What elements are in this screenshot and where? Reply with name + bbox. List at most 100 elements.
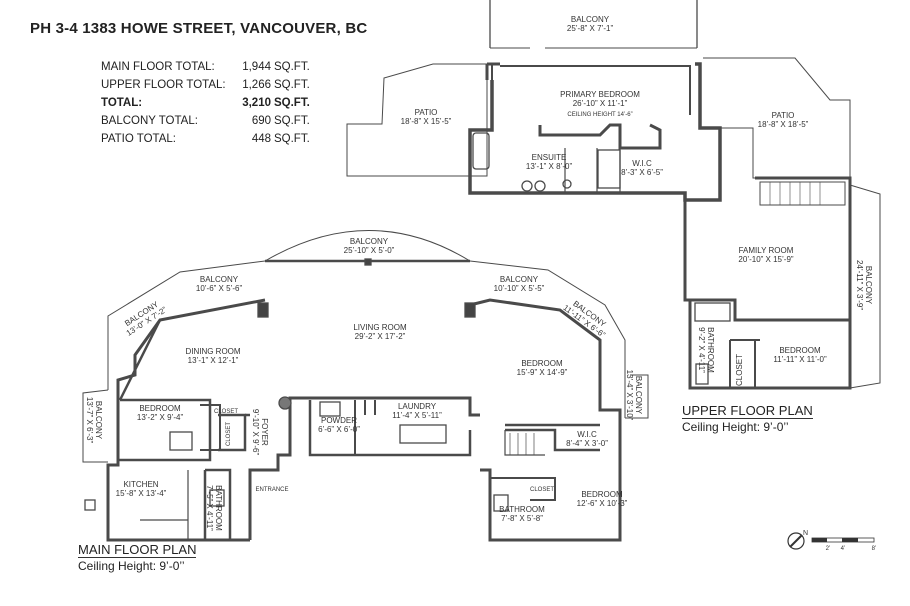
- room-dims: 7’-5” X 4’-11”: [205, 485, 214, 531]
- room-dims: 13’-7” X 6’-3”: [85, 397, 94, 444]
- room-name: KITCHEN: [123, 480, 158, 489]
- room-dims: 10’-10” X 5’-5”: [494, 284, 545, 293]
- room-name: BALCONY: [94, 401, 103, 440]
- room-name: W.I.C: [577, 430, 597, 439]
- north-compass: N: [787, 530, 808, 550]
- plan-title: PH 3-4 1383 HOWE STREET, VANCOUVER, BC: [30, 20, 368, 37]
- upper-floor-ceiling: Ceiling Height: 9’-0’’: [682, 420, 789, 434]
- room-name: BALCONY: [200, 275, 239, 284]
- room-label-bathroom-upper: BATHROOM9’-2” X 4’-11”: [697, 327, 715, 373]
- room-dims: 26’-10” X 11’-1”: [573, 99, 628, 108]
- summary-label: TOTAL:: [101, 97, 143, 109]
- scale-mark-2: 2’: [826, 546, 831, 552]
- summary-value: 690: [251, 115, 271, 127]
- closet-small-label: CLOSET: [226, 422, 232, 446]
- summary-unit: SQ.FT.: [274, 115, 310, 127]
- room-dims: 20’-10” X 15’-9”: [738, 255, 793, 264]
- room-dims: 6’-6” X 6’-0”: [318, 425, 360, 434]
- summary-unit: SQ.FT.: [274, 97, 310, 109]
- room-label-bathroom-main-left: BATHROOM7’-5” X 4’-11”: [205, 485, 223, 531]
- upper-closet-label: CLOSET: [735, 354, 744, 386]
- summary-label: BALCONY TOTAL:: [101, 115, 198, 127]
- upper-floor-label: UPPER FLOOR PLAN Ceiling Height: 9’-0’’: [682, 403, 813, 434]
- summary-label: PATIO TOTAL:: [101, 133, 176, 145]
- room-dims: 13’-2” X 9’-4”: [137, 413, 184, 422]
- scale-bar: 2’ 4’ 8’: [811, 537, 877, 552]
- room-name: PATIO: [415, 108, 438, 117]
- room-dims: 9’-2” X 4’-11”: [697, 327, 706, 373]
- upper-floor-walls: [346, 0, 881, 390]
- room-dims: 13’-1” X 12’-1”: [188, 356, 239, 365]
- summary-label: MAIN FLOOR TOTAL:: [101, 61, 215, 73]
- room-dims: 25’-8” X 7’-1”: [567, 24, 614, 33]
- room-name: ENSUITE: [532, 153, 567, 162]
- room-name: DINING ROOM: [185, 347, 240, 356]
- room-name: BEDROOM: [581, 490, 623, 499]
- room-name: LIVING ROOM: [353, 323, 407, 332]
- room-name: BEDROOM: [779, 346, 821, 355]
- room-name: W.I.C: [632, 159, 652, 168]
- room-label-foyer: FOYER9’-10” X 9’-6”: [251, 409, 269, 456]
- north-label: N: [803, 530, 808, 537]
- room-label-balcony-left-side: BALCONY13’-7” X 6’-3”: [85, 397, 103, 444]
- closet-label: CLOSET: [214, 409, 238, 415]
- summary-value: 3,210: [242, 97, 271, 109]
- room-name: BEDROOM: [139, 404, 181, 413]
- room-name: BATHROOM: [214, 485, 223, 531]
- room-name: POWDER: [321, 416, 357, 425]
- room-label-balcony-right-side: BALCONY13’-4” X 3’-10”: [625, 370, 643, 421]
- room-dims: 7’-8” X 5’-8”: [501, 514, 543, 523]
- closet-right-label: CLOSET: [530, 487, 554, 493]
- room-name: BEDROOM: [521, 359, 563, 368]
- room-dims: 8’-3” X 6’-5”: [621, 168, 663, 177]
- room-name: BALCONY: [350, 237, 389, 246]
- summary-value: 1,266: [242, 79, 271, 91]
- room-dims: 13’-1” X 8’-0”: [526, 162, 573, 171]
- room-name: PATIO: [772, 111, 795, 120]
- main-floor-ceiling: Ceiling Height: 9’-0’’: [78, 559, 185, 573]
- room-name: BALCONY: [864, 266, 873, 305]
- room-note: CEILING HEIGHT 14’-6”: [567, 112, 632, 118]
- room-dims: 12’-6” X 10’-3”: [577, 499, 628, 508]
- room-label-balcony-left-diag: BALCONY13’-0” X 7’-2”: [120, 297, 169, 337]
- room-name: FOYER: [260, 418, 269, 446]
- main-floor-walls: [82, 230, 649, 542]
- room-dims: 11’-4” X 5’-11”: [392, 411, 442, 420]
- room-name: BATHROOM: [706, 327, 715, 373]
- room-dims: 15’-8” X 13’-4”: [116, 489, 167, 498]
- room-dims: 25’-10” X 5’-0”: [344, 246, 395, 255]
- room-name: BALCONY: [634, 376, 643, 415]
- room-dims: 11’-11” X 11’-0”: [773, 355, 827, 364]
- room-name: FAMILY ROOM: [739, 246, 794, 255]
- scale-mark-8: 8’: [872, 546, 877, 552]
- summary-label: UPPER FLOOR TOTAL:: [101, 79, 226, 91]
- main-floor-title: MAIN FLOOR PLAN: [78, 542, 197, 558]
- room-name: BATHROOM: [499, 505, 545, 514]
- room-dims: 24’-11” X 3’-9”: [855, 260, 864, 310]
- summary-unit: SQ.FT.: [274, 79, 310, 91]
- room-dims: 15’-9” X 14’-9”: [517, 368, 568, 377]
- room-dims: 29’-2” X 17’-2”: [355, 332, 406, 341]
- room-name: BALCONY: [500, 275, 539, 284]
